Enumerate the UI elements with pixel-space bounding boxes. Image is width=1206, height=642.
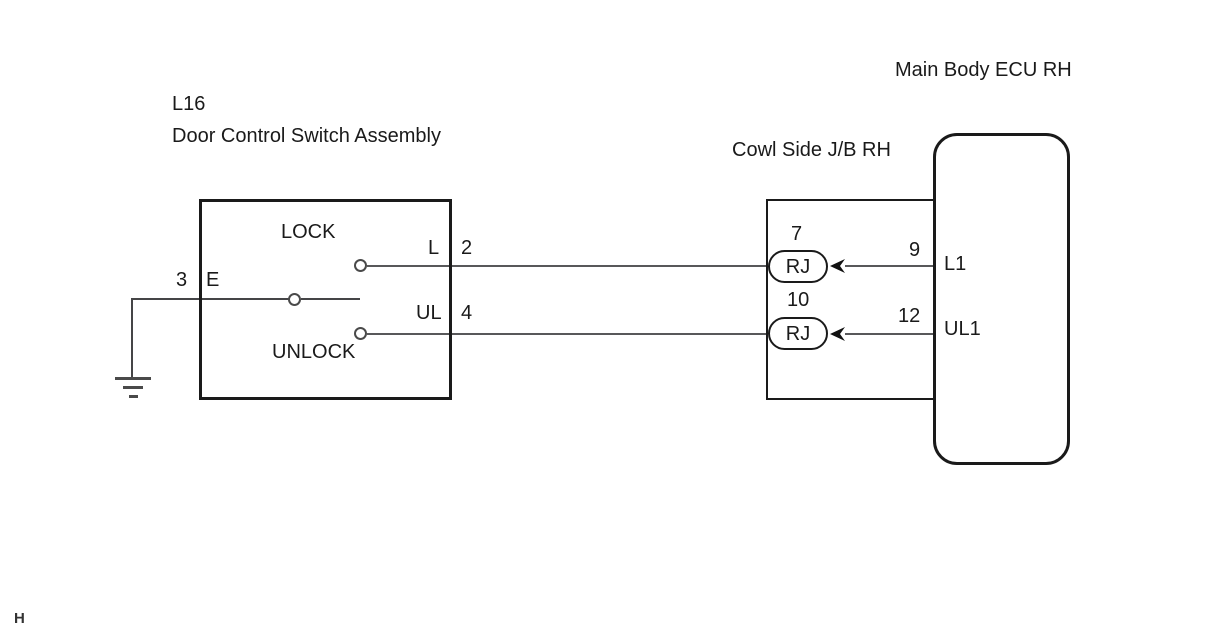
switch-position-unlock-label: UNLOCK — [272, 341, 356, 363]
wire-lock-switch-to-jb — [367, 265, 768, 267]
common-contact-circle — [288, 293, 301, 306]
rj2-connector: RJ — [768, 317, 828, 350]
switch-assembly-code: L16 — [172, 93, 206, 115]
ecu-name: Main Body ECU RH — [895, 59, 1072, 81]
rj1-connector-number: 7 — [791, 223, 803, 245]
switch-assembly-box — [199, 199, 452, 400]
pin-name-lock: L — [428, 237, 440, 259]
wire-rj1-to-ecu — [845, 265, 933, 267]
junction-box-name: Cowl Side J/B RH — [732, 139, 891, 161]
pin-number-unlock: 4 — [461, 302, 473, 324]
unlock-contact-circle — [354, 327, 367, 340]
wire-arrow-icon — [830, 327, 845, 341]
wire-ground-to-switch — [131, 298, 289, 300]
switch-assembly-name: Door Control Switch Assembly — [172, 125, 441, 147]
wire-arrow-icon — [830, 259, 845, 273]
rj1-connector-label: RJ — [785, 255, 811, 278]
pin-number-ground: 3 — [176, 269, 188, 291]
ecu-pin2-number: 12 — [898, 305, 921, 327]
switch-lever — [301, 298, 360, 300]
ecu-box — [933, 133, 1070, 465]
rj2-connector-number: 10 — [787, 289, 810, 311]
wire-ground-vertical — [131, 299, 133, 378]
pin-name-unlock: UL — [416, 302, 442, 324]
switch-position-lock-label: LOCK — [281, 221, 336, 243]
wire-rj2-to-ecu — [845, 333, 933, 335]
pin-name-ground: E — [206, 269, 220, 291]
rj1-connector: RJ — [768, 250, 828, 283]
wire-unlock-switch-to-jb — [367, 333, 768, 335]
ecu-pin1-number: 9 — [909, 239, 921, 261]
lock-contact-circle — [354, 259, 367, 272]
page-marker: H — [14, 610, 25, 627]
rj2-connector-label: RJ — [785, 322, 811, 345]
junction-box — [766, 199, 936, 400]
ecu-pin2-name: UL1 — [944, 318, 981, 340]
ecu-pin1-name: L1 — [944, 253, 967, 275]
pin-number-lock: 2 — [461, 237, 473, 259]
